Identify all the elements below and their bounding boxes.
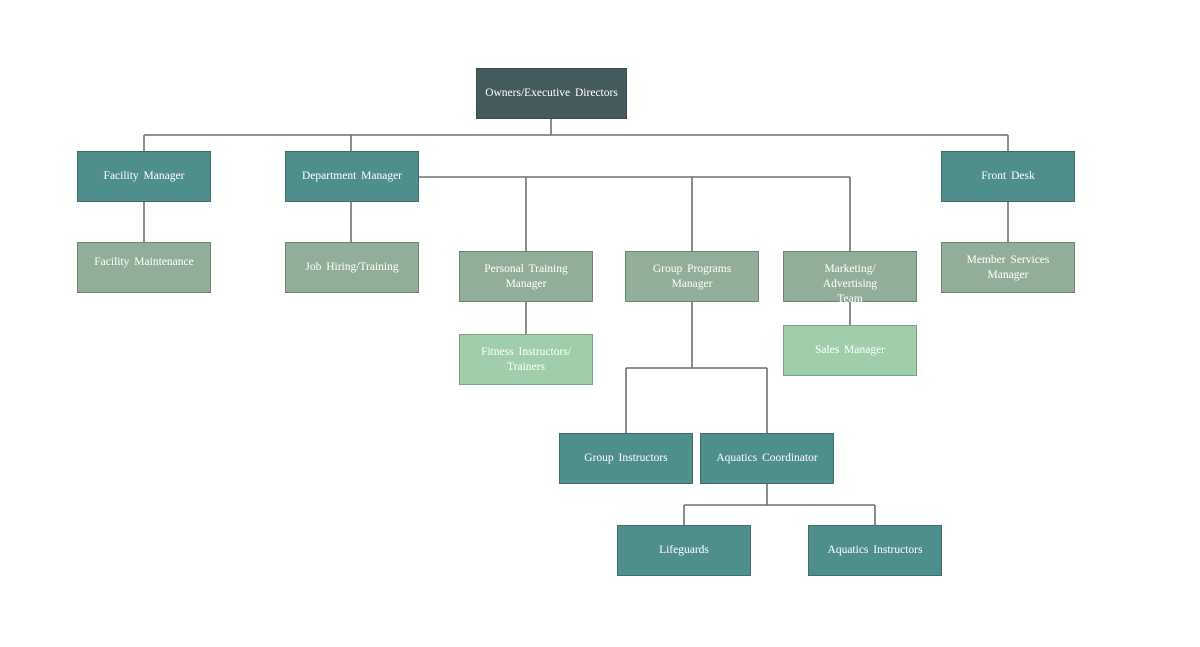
- node-group-programs-manager[interactable]: Group Programs Manager: [625, 251, 759, 302]
- node-lifeguards[interactable]: Lifeguards: [617, 525, 751, 576]
- node-sales-manager[interactable]: Sales Manager: [783, 325, 917, 376]
- node-facility-manager[interactable]: Facility Manager: [77, 151, 211, 202]
- node-aquatics-coordinator[interactable]: Aquatics Coordinator: [700, 433, 834, 484]
- node-aquatics-instructors[interactable]: Aquatics Instructors: [808, 525, 942, 576]
- node-member-services-manager[interactable]: Member Services Manager: [941, 242, 1075, 293]
- node-job-hiring-training[interactable]: Job Hiring/Training: [285, 242, 419, 293]
- node-front-desk[interactable]: Front Desk: [941, 151, 1075, 202]
- node-personal-training-manager[interactable]: Personal Training Manager: [459, 251, 593, 302]
- node-marketing-advertising-team[interactable]: Marketing/ Advertising Team: [783, 251, 917, 305]
- node-facility-maintenance[interactable]: Facility Maintenance: [77, 242, 211, 293]
- node-fitness-instructors-trainers[interactable]: Fitness Instructors/ Trainers: [459, 334, 593, 385]
- node-owners-executive-directors[interactable]: Owners/Executive Directors: [476, 68, 627, 119]
- node-group-instructors[interactable]: Group Instructors: [559, 433, 693, 484]
- node-department-manager[interactable]: Department Manager: [285, 151, 419, 202]
